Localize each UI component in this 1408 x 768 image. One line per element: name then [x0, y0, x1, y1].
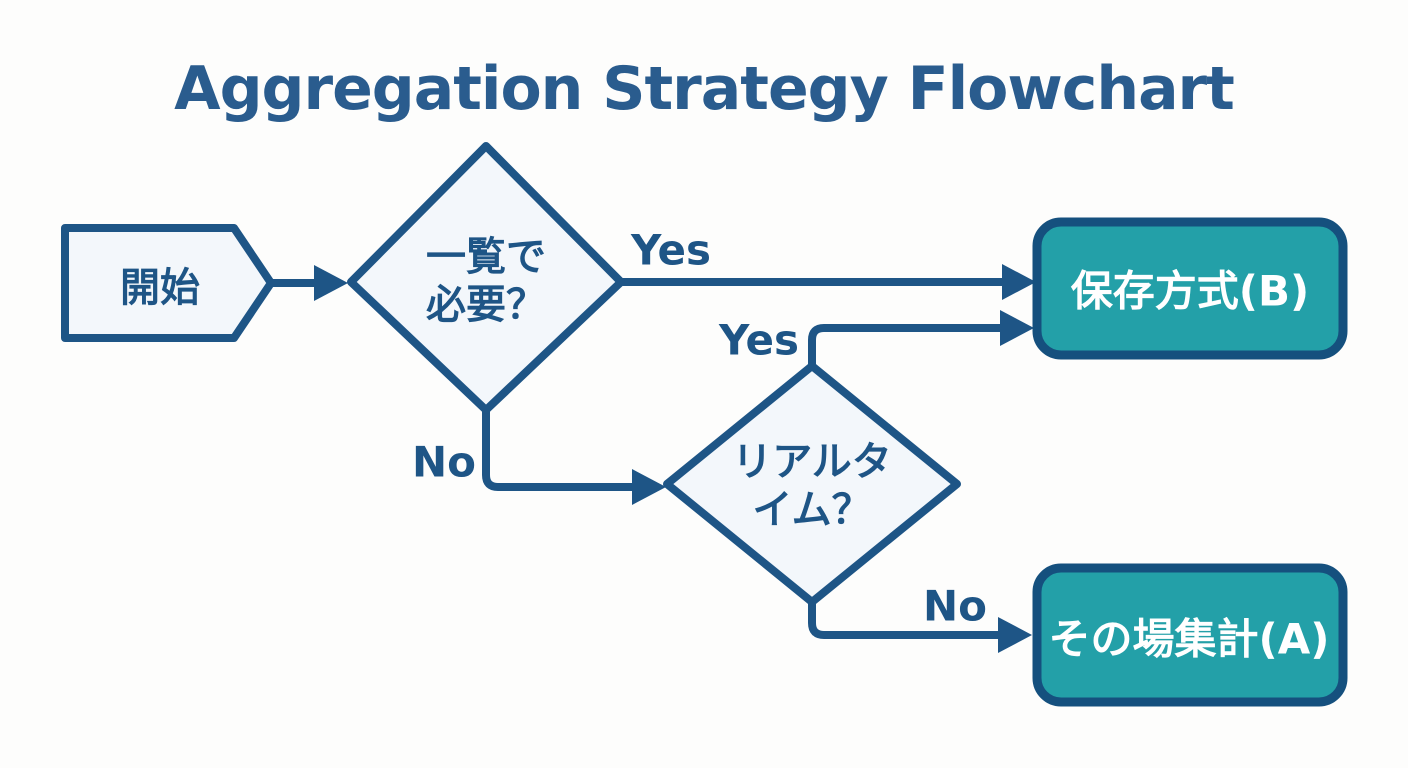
arrowhead-icon [998, 617, 1032, 653]
arrowhead-icon [632, 469, 666, 505]
result-b-label: 保存方式(B) [1070, 266, 1310, 316]
decision1-label: 一覧で 必要？ [426, 233, 546, 329]
arrowhead-icon [314, 265, 348, 301]
edge-start-to-decision1 [272, 265, 348, 301]
edge-decision1-no-to-decision2 [482, 410, 666, 505]
edge-label-no-decision2: No [922, 581, 988, 631]
start-node-shape [61, 224, 275, 342]
page-title: Aggregation Strategy Flowchart [174, 54, 1235, 124]
start-node-label: 開始 [120, 265, 200, 311]
decision2-shape [663, 362, 961, 606]
decision2-label-line1: リアルタ [732, 439, 892, 485]
result-b-shape [1032, 217, 1348, 360]
edge-label-yes-decision1: Yes [630, 225, 712, 275]
decision1-shape [347, 142, 625, 414]
decision2-label-line2: イム？ [752, 487, 872, 533]
edge-decision1-yes-to-result-b [621, 264, 1036, 300]
result-a-shape [1032, 563, 1348, 707]
arrowhead-icon [1002, 264, 1036, 300]
arrowhead-icon [1000, 310, 1034, 346]
decision2-label: リアルタ イム？ [732, 438, 892, 534]
result-a-label: その場集計(A) [1048, 614, 1330, 664]
decision1-label-line2: 必要？ [426, 282, 546, 328]
edge-label-yes-decision2: Yes [718, 315, 800, 365]
edge-decision2-no-to-result-a [808, 602, 1032, 653]
edge-decision2-yes-to-result-b [808, 310, 1034, 364]
edge-label-no-decision1: No [411, 437, 477, 487]
decision1-label-line1: 一覧で [426, 234, 546, 280]
